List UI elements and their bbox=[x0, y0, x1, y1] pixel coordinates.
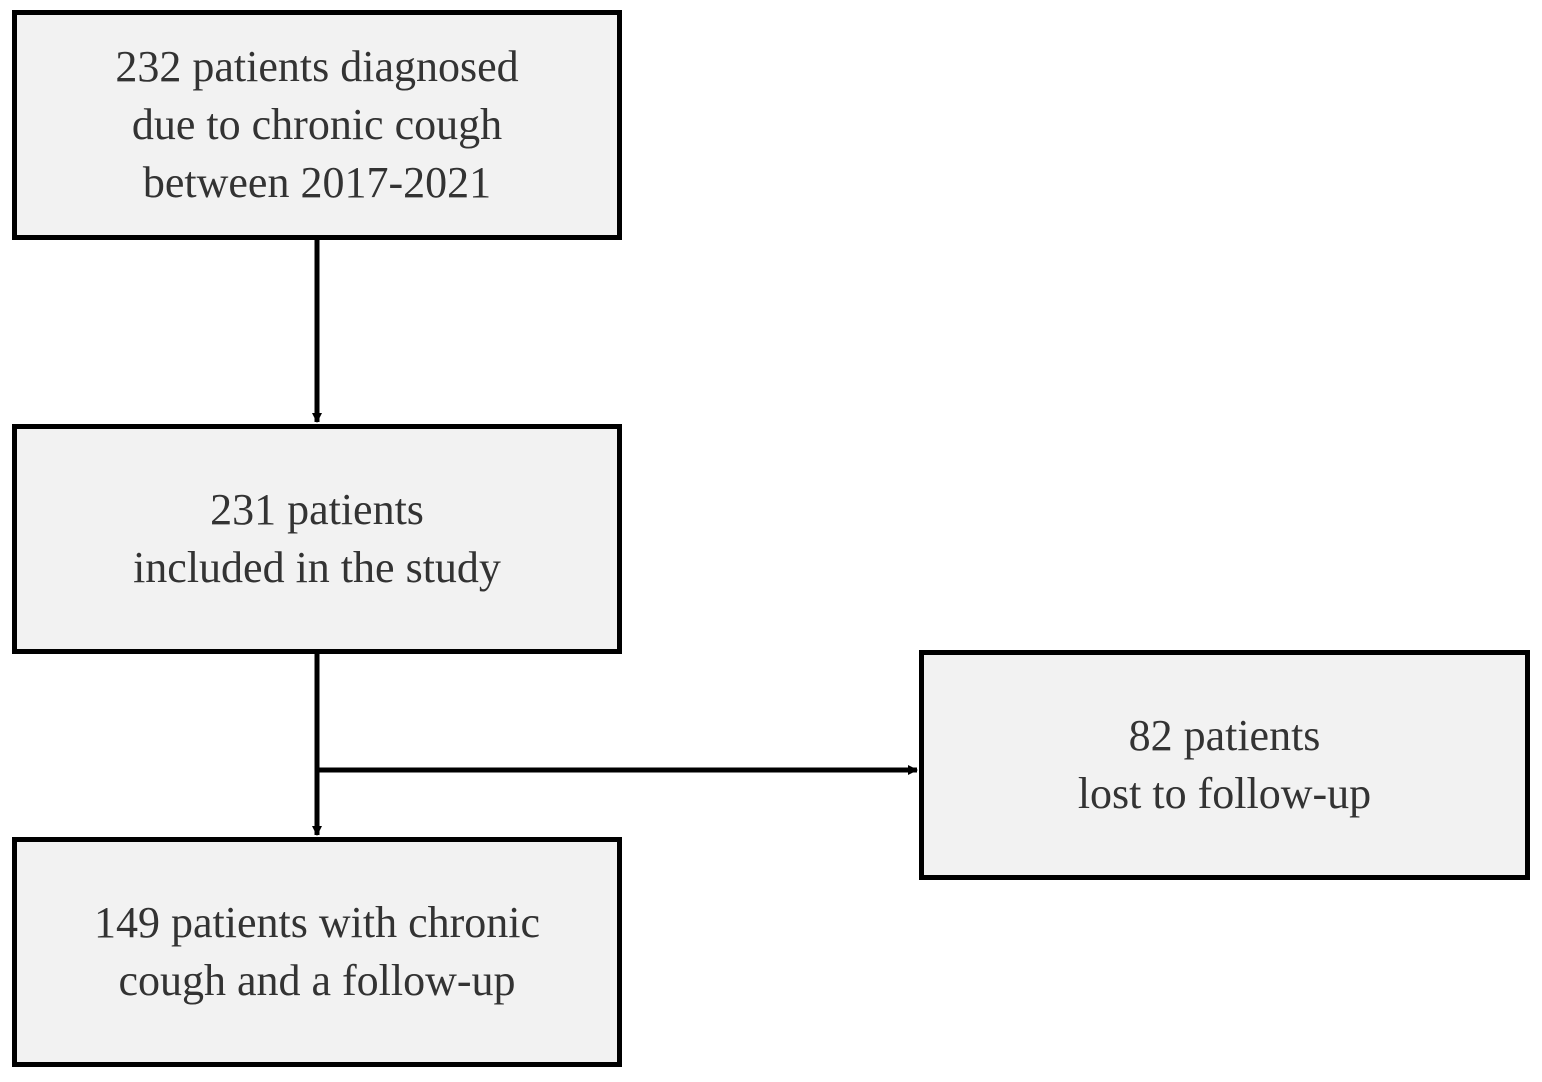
box-diagnosed-line-3: between 2017-2021 bbox=[142, 158, 492, 207]
box-lost-line-1: 82 patients bbox=[1128, 711, 1321, 760]
box-lost-line-2: lost to follow-up bbox=[1077, 769, 1372, 818]
box-included-line-2: included in the study bbox=[133, 543, 501, 592]
box-diagnosed-line-1: 232 patients diagnosed bbox=[115, 42, 519, 91]
box-diagnosed-patients: 232 patients diagnosed due to chronic co… bbox=[12, 10, 622, 240]
box-followed-line-1: 149 patients with chronic bbox=[93, 898, 540, 947]
box-followed-up-patients: 149 patients with chronic cough and a fo… bbox=[12, 837, 622, 1067]
box-included-patients: 231 patients included in the study bbox=[12, 424, 622, 654]
box-lost-to-follow-up: 82 patients lost to follow-up bbox=[919, 650, 1530, 880]
box-diagnosed-line-2: due to chronic cough bbox=[131, 100, 503, 149]
box-followed-line-2: cough and a follow-up bbox=[118, 956, 516, 1005]
box-included-line-1: 231 patients bbox=[210, 485, 424, 534]
